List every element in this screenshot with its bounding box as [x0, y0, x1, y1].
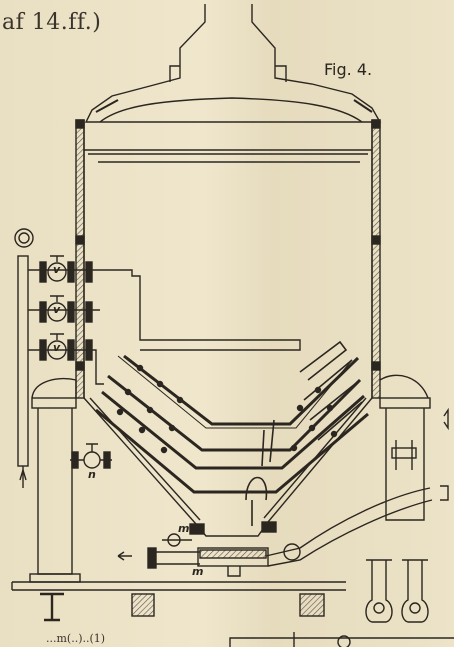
label-m-upper: m — [178, 522, 190, 535]
bottom-caption: ...m(..)..(1) — [46, 632, 106, 645]
left-support — [29, 377, 112, 583]
coil-joints — [116, 364, 338, 454]
label-v1: v — [53, 263, 61, 276]
bottom-outlet — [117, 485, 449, 577]
foundation — [11, 581, 346, 622]
label-m-lower: m — [192, 565, 204, 578]
figure-label: Fig. 4. — [324, 60, 373, 79]
dome — [84, 4, 382, 123]
label-n: n — [88, 468, 96, 481]
bottom-fragment — [229, 632, 454, 647]
label-v3: v — [53, 341, 61, 354]
right-pipes — [245, 340, 363, 526]
heating-coils — [95, 354, 369, 494]
header-fragment: af 14.ff.) — [2, 10, 102, 35]
vessel-walls — [75, 119, 381, 399]
lower-right-valves — [365, 559, 429, 623]
valve-assembly — [14, 228, 301, 488]
right-support — [379, 374, 449, 521]
label-v2: v — [53, 303, 61, 316]
